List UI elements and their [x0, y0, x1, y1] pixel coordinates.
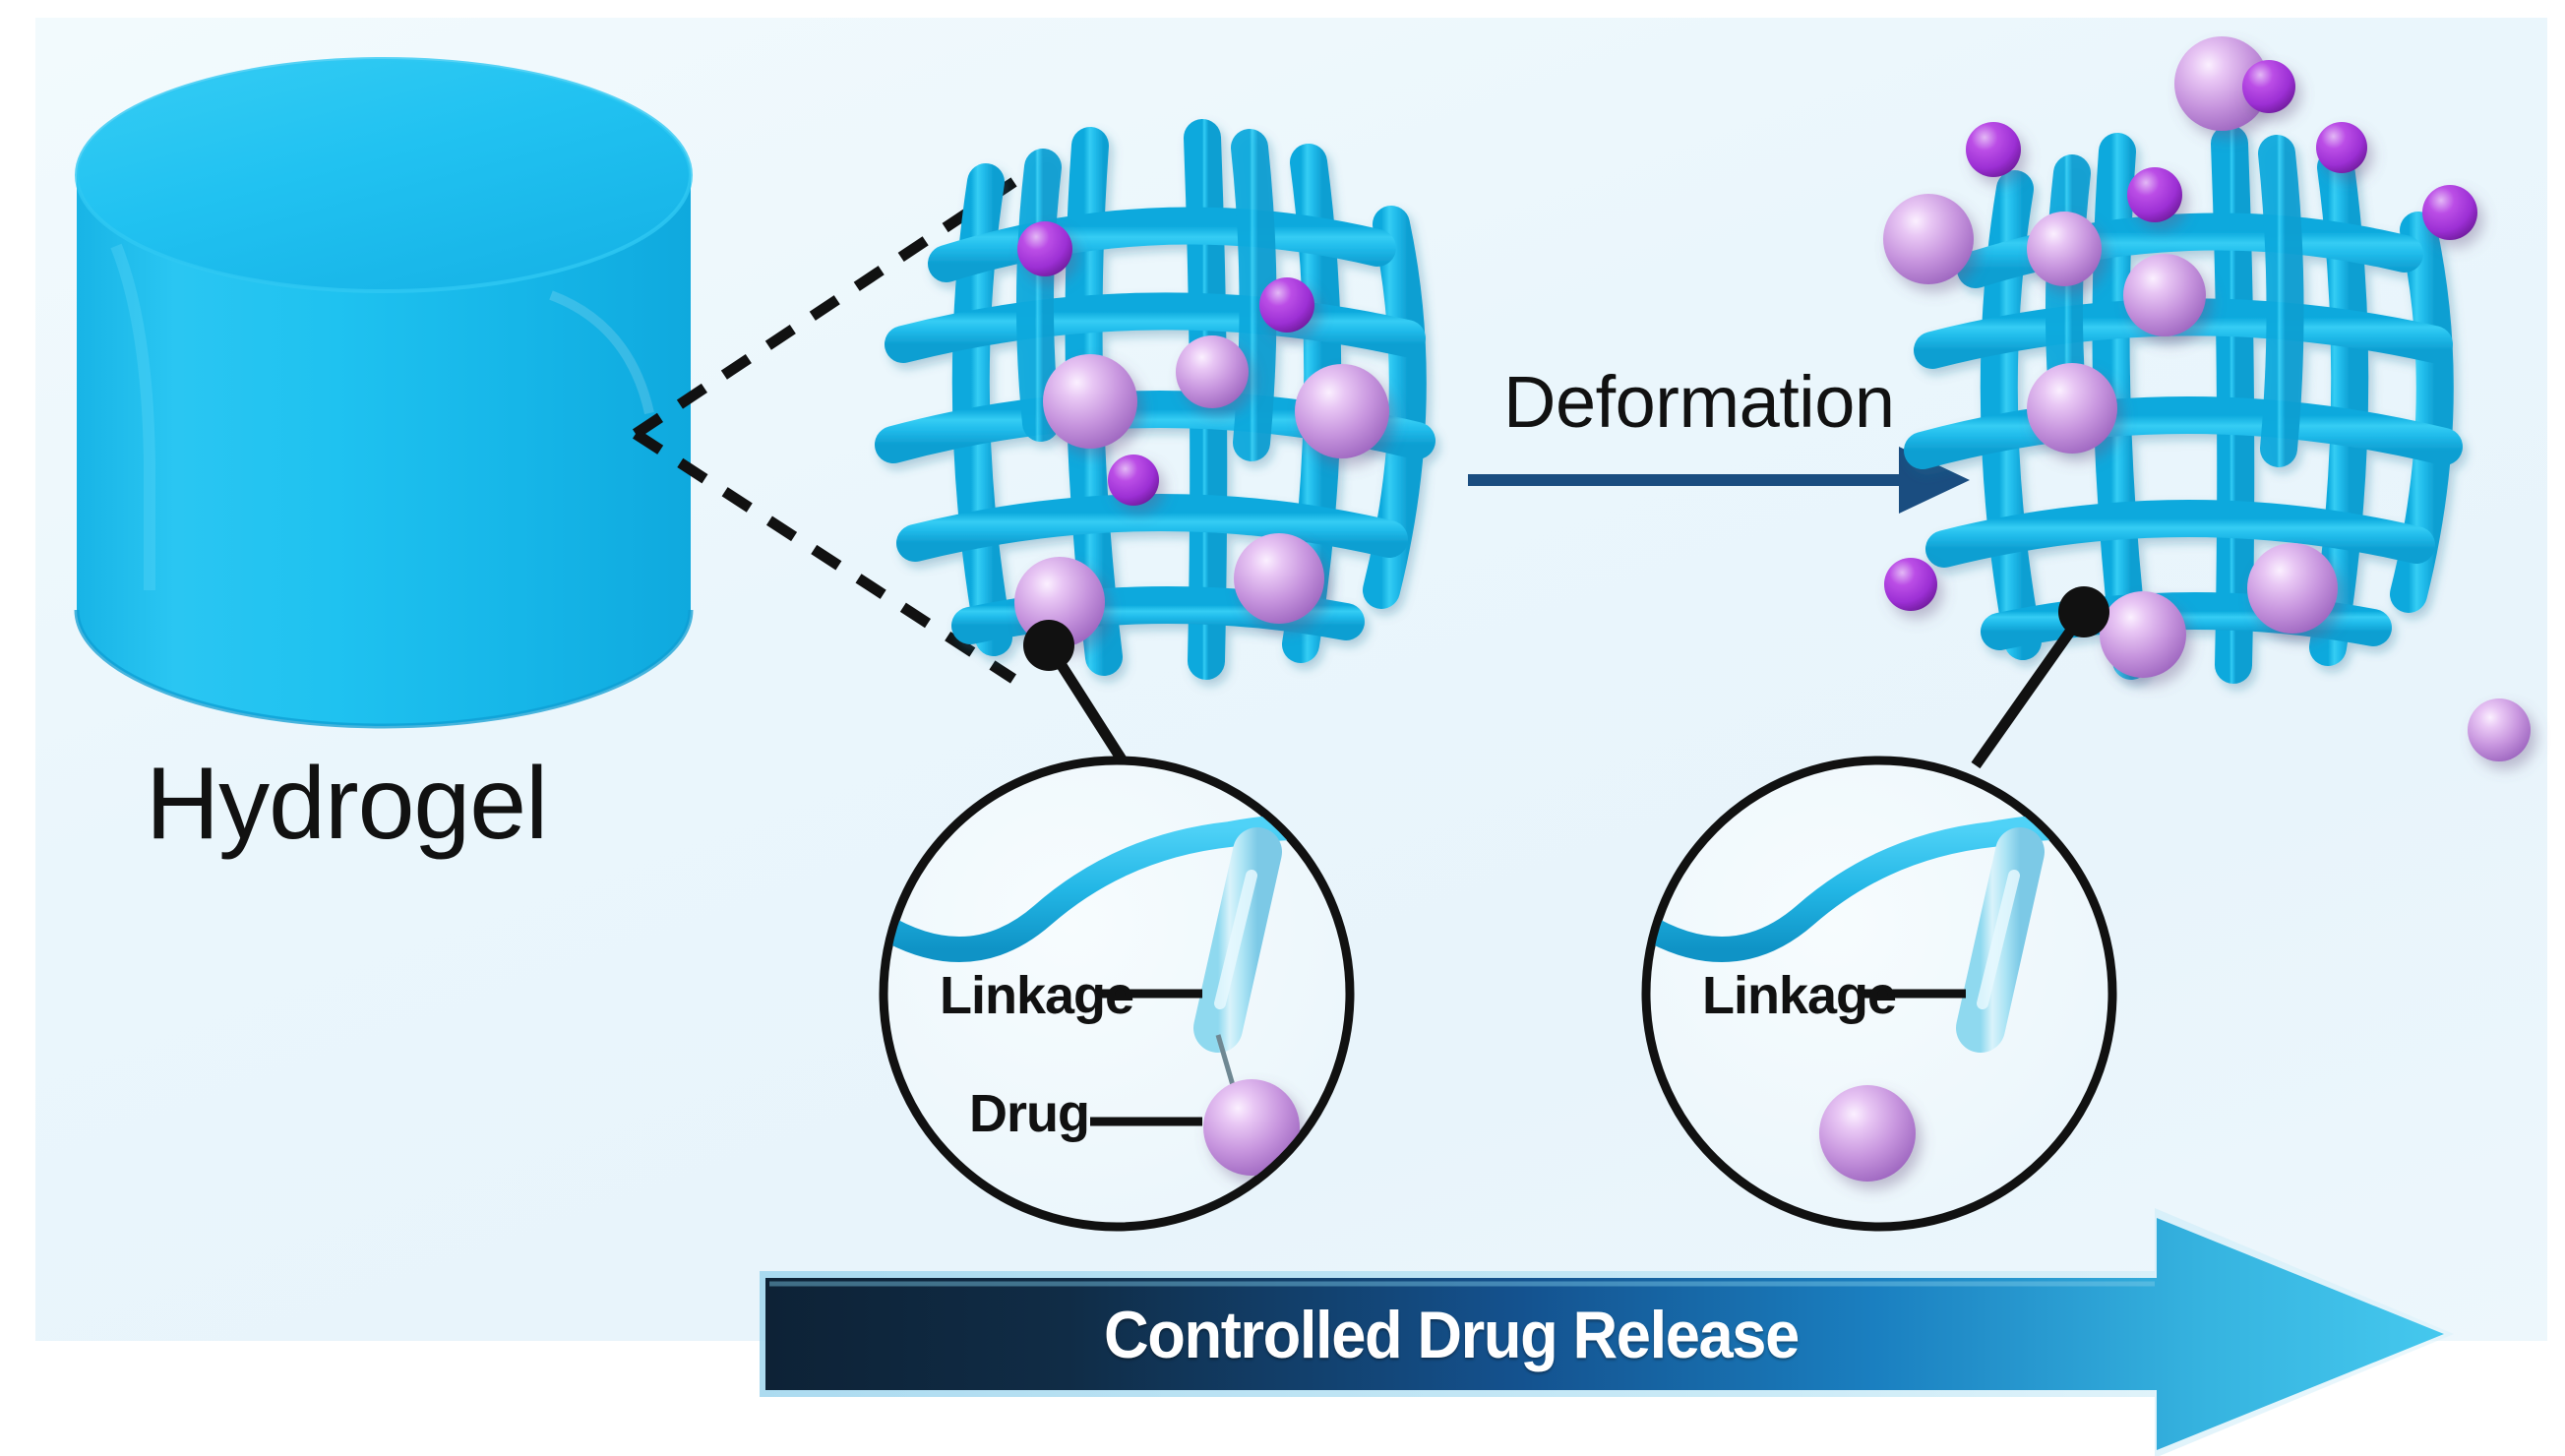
- linkage-rod: [1193, 827, 1282, 1053]
- inset-callout-right: [1971, 586, 2109, 769]
- drug-particles-inside-left: [1014, 221, 1389, 647]
- controlled-drug-release-banner: [760, 1208, 2454, 1456]
- controlled-drug-release-label: Controlled Drug Release: [1104, 1298, 1800, 1372]
- tethered-drug: [1203, 1079, 1300, 1176]
- linkage-rod: [1956, 827, 2045, 1053]
- deformation-arrow: [1468, 447, 1970, 514]
- deformed-network-sphere: [1904, 125, 2463, 684]
- deformation-label: Deformation: [1503, 361, 1895, 443]
- drug-particles-inside-right: [2027, 167, 2338, 678]
- inset-callout-left: [1023, 620, 1127, 762]
- linkage-label-right: Linkage: [1702, 966, 1897, 1025]
- released-drug: [1819, 1085, 1916, 1182]
- drug-particles-released: [1883, 36, 2531, 761]
- drug-label-left: Drug: [969, 1084, 1090, 1143]
- linkage-intact-inset: [879, 756, 1355, 1232]
- linkage-label-left: Linkage: [940, 966, 1134, 1025]
- cleavable-bond: [1215, 1034, 1238, 1093]
- hydrogel-cylinder: [74, 57, 694, 729]
- linkage-cleaved-inset: [1641, 756, 2117, 1232]
- hydrogel-label: Hydrogel: [146, 747, 548, 861]
